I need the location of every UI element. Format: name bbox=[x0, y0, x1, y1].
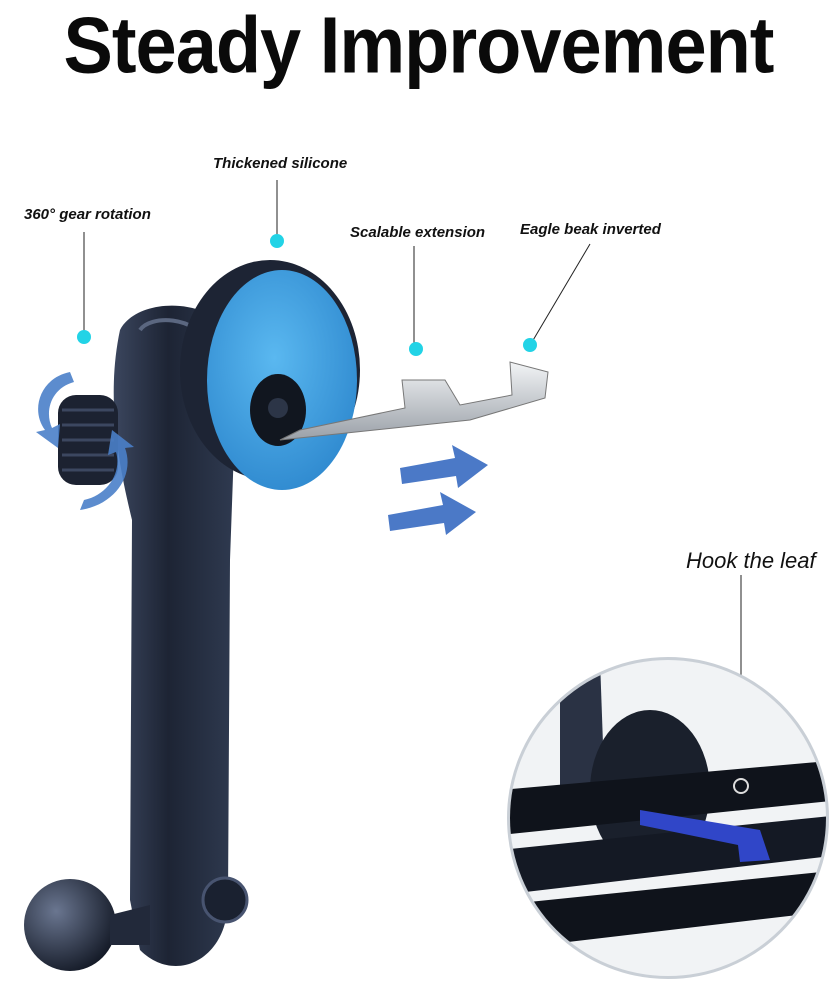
extension-arrows bbox=[388, 445, 488, 535]
label-gear-rotation: 360° gear rotation bbox=[24, 206, 151, 223]
gear-knob bbox=[36, 372, 134, 510]
arrow-icon-2 bbox=[388, 492, 476, 535]
label-hook-leaf: Hook the leaf bbox=[686, 548, 816, 573]
rotate-arrow-icon-2 bbox=[80, 430, 134, 510]
dot-extension bbox=[409, 342, 423, 356]
label-thickened-silicone: Thickened silicone bbox=[213, 155, 348, 172]
hook-clip bbox=[640, 810, 770, 862]
label-scalable-extension: Scalable extension bbox=[350, 224, 486, 241]
rotate-arrow-icon bbox=[36, 372, 74, 448]
extension-clip bbox=[279, 361, 549, 441]
arrow-icon bbox=[400, 445, 488, 488]
dot-silicone bbox=[270, 234, 284, 248]
page-title: Steady Improvement bbox=[63, 0, 775, 90]
ball-joint bbox=[24, 879, 116, 971]
dot-eagle-beak bbox=[523, 338, 537, 352]
mount-arm bbox=[24, 305, 249, 971]
dot-gear bbox=[77, 330, 91, 344]
label-eagle-beak: Eagle beak inverted bbox=[520, 221, 661, 238]
callout-dots bbox=[77, 234, 537, 356]
arm-pivot bbox=[201, 876, 249, 924]
inset-detail bbox=[507, 657, 829, 979]
